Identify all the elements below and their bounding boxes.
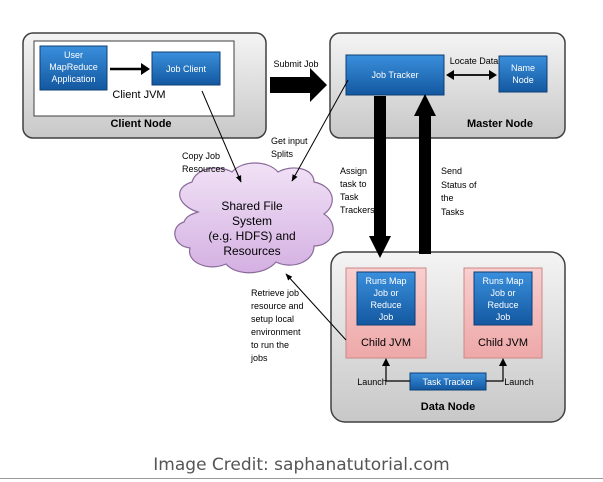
- splits-line-2: Splits: [271, 149, 294, 159]
- assign-line-4: Trackers: [340, 205, 375, 215]
- status-line-1: Send: [441, 166, 462, 176]
- bottom-divider: [0, 478, 603, 479]
- launch-left-label: Launch: [357, 377, 387, 387]
- job-tracker: Job Tracker: [345, 54, 445, 96]
- assign-line-3: Task: [340, 192, 359, 202]
- launch-arrows: Launch Launch: [357, 358, 534, 387]
- user-app-line-3: Application: [51, 74, 95, 84]
- task-right-line-1: Runs Map: [482, 276, 523, 286]
- shared-fs-line-1: Shared File: [221, 199, 283, 213]
- retrieve-line-6: jobs: [250, 353, 268, 363]
- child-jvm-right: Runs Map Job or Reduce Job Child JVM: [463, 267, 543, 359]
- locate-data-label: Locate Data: [450, 56, 499, 66]
- retrieve-line-2: resource and: [251, 301, 304, 311]
- copy-line-2: Resources: [182, 164, 226, 174]
- child-jvm-right-label: Child JVM: [478, 337, 528, 349]
- status-line-3: the: [441, 193, 454, 203]
- user-app-line-2: MapReduce: [49, 62, 98, 72]
- launch-right-label: Launch: [504, 377, 534, 387]
- assign-line-2: task to: [340, 179, 367, 189]
- job-client-label: Job Client: [166, 64, 207, 74]
- shared-fs-line-4: Resources: [223, 244, 280, 258]
- name-node-line-1: Name: [511, 63, 535, 73]
- user-mapreduce-application: User MapReduce Application: [39, 45, 108, 91]
- job-tracker-label: Job Tracker: [371, 70, 418, 80]
- retrieve-line-3: setup local: [251, 314, 294, 324]
- send-status-arrow: Send Status of the Tasks: [414, 94, 477, 254]
- client-jvm-label: Client JVM: [112, 89, 165, 101]
- child-jvm-left-label: Child JVM: [361, 337, 411, 349]
- task-right-line-4: Job: [496, 312, 511, 322]
- task-left-line-4: Job: [379, 312, 394, 322]
- retrieve-line-4: environment: [251, 327, 301, 337]
- copy-job-resources-arrow: Copy Job Resources: [182, 90, 242, 183]
- user-app-line-1: User: [64, 50, 83, 60]
- retrieve-line-5: to run the: [251, 340, 289, 350]
- child-jvm-left: Runs Map Job or Reduce Job Child JVM: [345, 267, 427, 359]
- assign-task-arrow: Assign task to Task Trackers: [340, 96, 391, 258]
- shared-fs-line-2: System: [232, 214, 272, 228]
- retrieve-job-arrow: Retrieve job resource and setup local en…: [250, 273, 347, 363]
- job-client: Job Client: [151, 51, 221, 86]
- image-credit: Image Credit: saphanatutorial.com: [153, 455, 450, 475]
- retrieve-line-1: Retrieve job: [251, 288, 299, 298]
- shared-fs-line-3: (e.g. HDFS) and: [208, 229, 295, 243]
- name-node: Name Node: [498, 55, 548, 93]
- task-left-line-2: Job or: [373, 288, 398, 298]
- task-tracker: Task Tracker: [409, 372, 487, 391]
- shared-file-system-cloud: Shared File System (e.g. HDFS) and Resou…: [174, 162, 334, 274]
- data-node-title: Data Node: [421, 401, 475, 413]
- assign-line-1: Assign: [340, 166, 367, 176]
- name-node-line-2: Node: [512, 75, 534, 85]
- app-to-jobclient-arrow: [110, 63, 150, 75]
- get-input-splits-arrow: Get input Splits: [271, 79, 349, 182]
- status-line-2: Status of: [441, 180, 477, 190]
- task-left-line-1: Runs Map: [365, 276, 406, 286]
- locate-data-arrow: Locate Data: [446, 56, 498, 80]
- task-right-line-2: Job or: [490, 288, 515, 298]
- client-node-title: Client Node: [110, 118, 171, 130]
- task-left-line-3: Reduce: [370, 300, 401, 310]
- master-node-title: Master Node: [467, 118, 533, 130]
- task-tracker-label: Task Tracker: [422, 377, 473, 387]
- status-line-4: Tasks: [441, 207, 465, 217]
- submit-job-label: Submit Job: [273, 59, 318, 69]
- splits-line-1: Get input: [271, 136, 308, 146]
- submit-job-arrow: Submit Job: [270, 59, 327, 102]
- copy-line-1: Copy Job: [182, 151, 220, 161]
- task-right-line-3: Reduce: [487, 300, 518, 310]
